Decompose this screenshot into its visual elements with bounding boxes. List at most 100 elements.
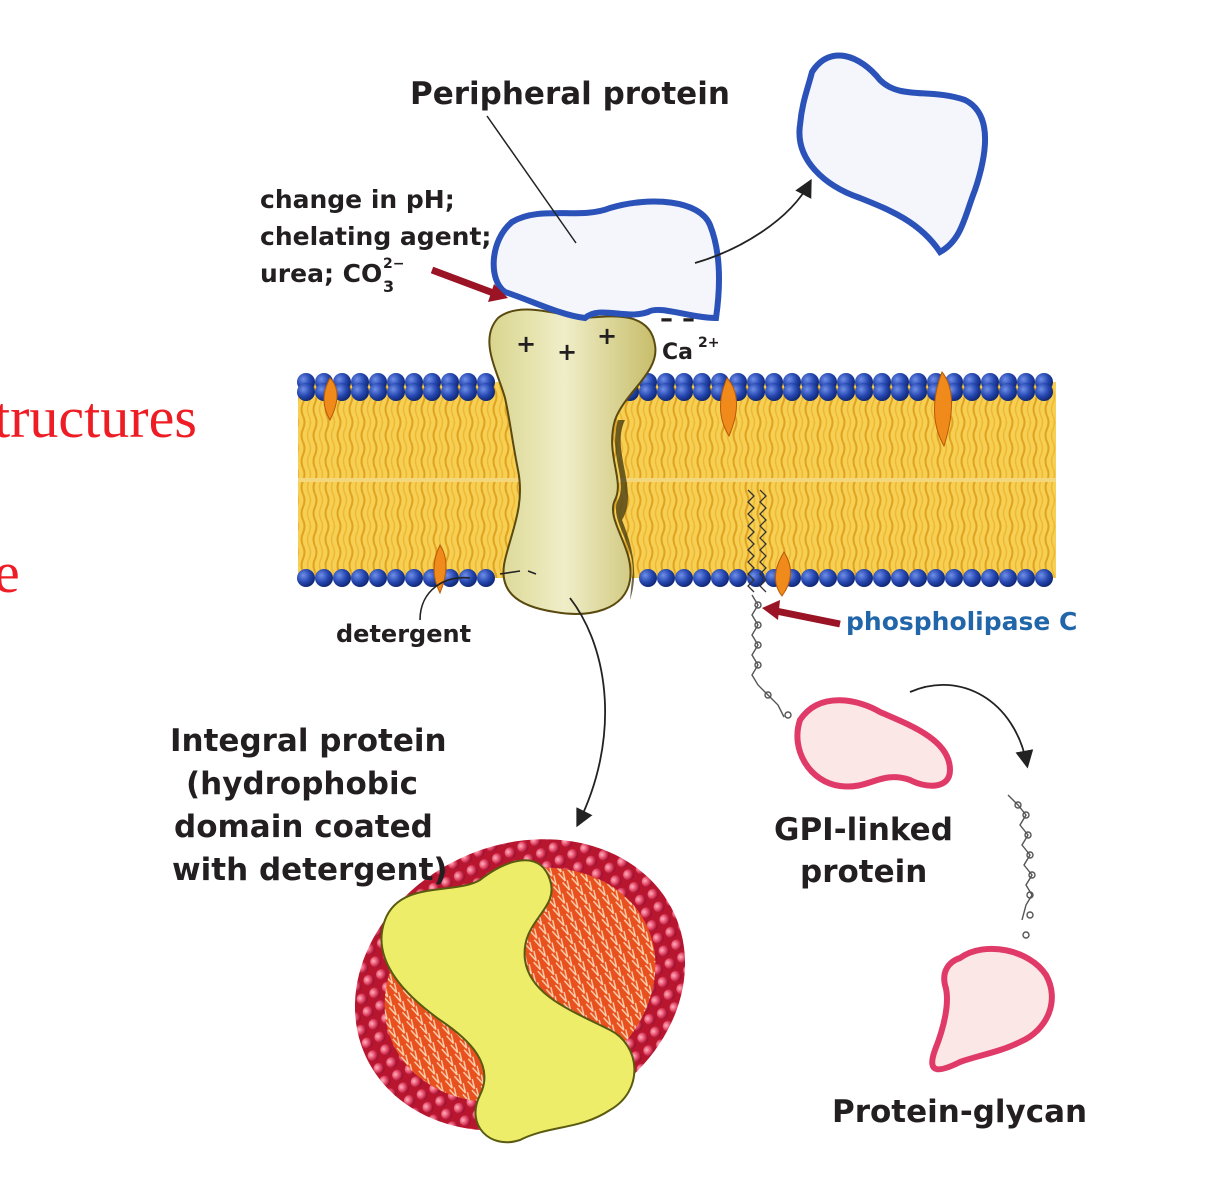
lipid-head xyxy=(477,383,495,401)
lipid-head xyxy=(333,569,351,587)
lipid-head xyxy=(297,383,315,401)
lipid-head xyxy=(441,383,459,401)
gpi-label-line: protein xyxy=(800,854,927,890)
lipid-head xyxy=(819,383,837,401)
plus-sign: + xyxy=(557,338,577,366)
phospholipase-label: phospholipase C xyxy=(846,607,1077,636)
integral-label-line: domain coated xyxy=(174,809,433,845)
lipid-head xyxy=(387,569,405,587)
lipid-head xyxy=(405,383,423,401)
lipid-head xyxy=(693,569,711,587)
gpi-linked-protein xyxy=(794,697,954,790)
lipid-head xyxy=(909,383,927,401)
peripheral-protein-label: Peripheral protein xyxy=(410,76,730,112)
gpi-glycan-chain xyxy=(751,594,792,719)
condition-line: change in pH; xyxy=(260,185,455,214)
gpi-protein-label: GPI-linked protein xyxy=(774,812,953,890)
condition-line: chelating agent; xyxy=(260,222,491,251)
lipid-head xyxy=(999,569,1017,587)
lipid-head xyxy=(747,383,765,401)
plus-sign: + xyxy=(597,322,617,350)
gpi-anchor-chains xyxy=(747,489,767,593)
protein-glycan-chain xyxy=(1007,794,1036,939)
lipid-head xyxy=(855,383,873,401)
detergent-micelle xyxy=(354,839,686,1144)
peripheral-label-pointer xyxy=(486,115,577,244)
lipid-head xyxy=(333,383,351,401)
calcium-charge: 2+ xyxy=(698,335,719,351)
lipid-head xyxy=(873,383,891,401)
lipid-head xyxy=(711,569,729,587)
integral-label-line: Integral protein xyxy=(170,723,447,759)
lipid-head xyxy=(873,569,891,587)
lipid-head xyxy=(369,383,387,401)
lipid-head xyxy=(477,569,495,587)
protein-glycan xyxy=(929,945,1055,1073)
red-arrow-phospholipase xyxy=(762,600,841,628)
release-arrow xyxy=(694,178,812,264)
lipid-head xyxy=(963,383,981,401)
lipid-head xyxy=(909,569,927,587)
lipid-head xyxy=(675,383,693,401)
lipid-head xyxy=(783,383,801,401)
integral-label-line: with detergent) xyxy=(172,852,448,888)
lipid-head xyxy=(819,569,837,587)
lipid-head xyxy=(801,383,819,401)
lipid-head xyxy=(297,569,315,587)
plus-sign: + xyxy=(516,330,536,358)
conditions-label: change in pH; chelating agent; urea; CO … xyxy=(260,185,491,296)
lipid-head xyxy=(999,383,1017,401)
positive-charges: + + + xyxy=(516,322,617,366)
lipid-head xyxy=(981,383,999,401)
lipid-head xyxy=(1017,383,1035,401)
lipid-head xyxy=(369,569,387,587)
condition-line: urea; CO xyxy=(260,259,382,288)
protein-glycan-label: Protein-glycan xyxy=(832,1094,1087,1130)
lipid-head xyxy=(351,383,369,401)
lipid-head xyxy=(801,569,819,587)
detergent-label: detergent xyxy=(336,620,471,648)
lipid-head xyxy=(657,569,675,587)
lipid-head xyxy=(423,383,441,401)
lipid-head xyxy=(891,569,909,587)
carbonate-subscript: 3 xyxy=(383,277,394,296)
lipid-head xyxy=(891,383,909,401)
lipid-head xyxy=(729,569,747,587)
lipid-head xyxy=(405,569,423,587)
peripheral-protein-attached xyxy=(490,198,723,322)
lipid-head xyxy=(639,383,657,401)
lipid-head xyxy=(855,569,873,587)
lipid-head xyxy=(963,569,981,587)
slide-text-fragment-1: tructures xyxy=(0,385,197,450)
embedded-lipid-markers xyxy=(323,371,953,597)
solubilization-arrow xyxy=(569,597,607,828)
slide-text-fragment-2: e xyxy=(0,540,20,605)
lipid-head xyxy=(981,569,999,587)
detergent-dashes xyxy=(499,570,537,575)
lipid-head xyxy=(387,383,405,401)
negative-charges: – – xyxy=(660,304,695,334)
calcium-ion-label: Ca xyxy=(662,340,693,365)
lipid-head xyxy=(657,383,675,401)
lipid-head xyxy=(837,569,855,587)
gpi-label-line: GPI-linked xyxy=(774,812,953,848)
lipid-head xyxy=(675,569,693,587)
lipid-head xyxy=(837,383,855,401)
lipid-head xyxy=(351,569,369,587)
integral-protein xyxy=(488,308,657,615)
lipid-head xyxy=(459,383,477,401)
peripheral-protein-released xyxy=(796,52,988,256)
gpi-release-arrow xyxy=(909,683,1034,769)
lipid-head xyxy=(765,383,783,401)
lipid-head xyxy=(1035,569,1053,587)
lipid-head xyxy=(315,569,333,587)
detergent-pointer xyxy=(419,576,471,621)
lipid-head xyxy=(639,569,657,587)
red-arrow-conditions xyxy=(430,266,508,302)
lipid-head xyxy=(945,569,963,587)
lipid-head xyxy=(1017,569,1035,587)
lipid-head xyxy=(693,383,711,401)
integral-protein-solubilized xyxy=(380,859,636,1144)
integral-protein-label: Integral protein (hydrophobic domain coa… xyxy=(170,723,448,888)
